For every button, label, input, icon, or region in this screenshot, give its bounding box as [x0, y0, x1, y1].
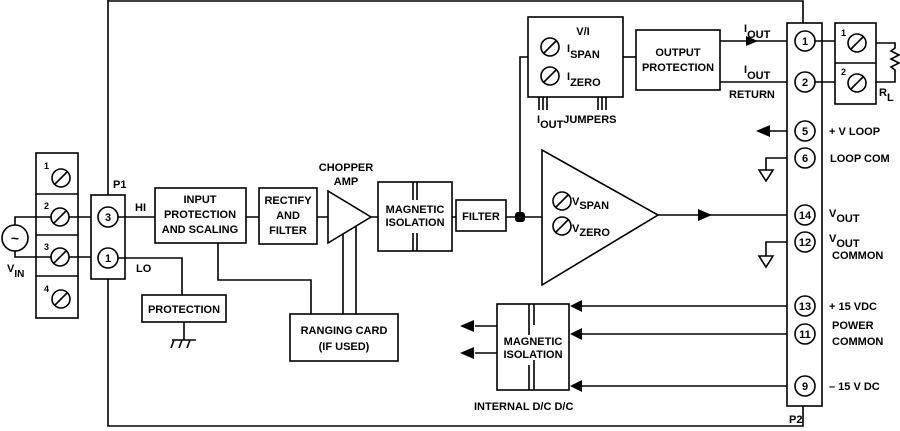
- terminal-number: 3: [44, 242, 49, 252]
- svg-text:COMMON: COMMON: [832, 250, 883, 262]
- ground-icon: [170, 339, 196, 349]
- screw-icon: [51, 289, 71, 309]
- p2-label: P2: [789, 414, 802, 426]
- svg-text:COMMON: COMMON: [832, 336, 883, 348]
- svg-text:PROTECTION: PROTECTION: [164, 209, 236, 221]
- span-pot-icon: [540, 37, 560, 57]
- enclosure-top: [108, 0, 804, 23]
- svg-text:5: 5: [802, 126, 808, 138]
- svg-text:AND: AND: [276, 210, 300, 222]
- svg-text:1: 1: [802, 36, 808, 48]
- vout-label: VOUT: [829, 208, 860, 225]
- internal-dc-label: INTERNAL D/C D/C: [474, 401, 573, 413]
- svg-text:IZERO: IZERO: [567, 71, 601, 89]
- input-terminal-block: 1 2 3 4: [35, 152, 79, 319]
- vi-converter-block: V/I ISPAN IZERO: [527, 16, 624, 110]
- junction-dot: [515, 212, 525, 222]
- terminal-number: 1: [44, 161, 49, 171]
- svg-text:RANGING CARD: RANGING CARD: [301, 325, 388, 337]
- iout-jumpers-label: IOUTJUMPERS: [537, 114, 616, 131]
- vin-label: VIN: [7, 263, 24, 280]
- svg-text:12: 12: [799, 237, 811, 249]
- svg-text:V/I: V/I: [576, 26, 589, 38]
- svg-text:FILTER: FILTER: [462, 211, 500, 223]
- lo-label: LO: [136, 263, 152, 275]
- magnetic-isolation-block: MAGNETIC ISOLATION: [377, 181, 453, 252]
- terminal-number: 4: [44, 284, 49, 294]
- input-protection-block: INPUT PROTECTION AND SCALING: [154, 187, 247, 244]
- power-isolation-block: MAGNETIC ISOLATION: [496, 303, 570, 391]
- jumper-pins: [538, 97, 607, 110]
- svg-text:2: 2: [802, 77, 808, 89]
- svg-text:14: 14: [799, 210, 812, 222]
- rectify-filter-block: RECTIFY AND FILTER: [258, 187, 318, 245]
- return-label: RETURN: [729, 89, 775, 101]
- terminal-number: 2: [44, 201, 49, 211]
- svg-text:FILTER: FILTER: [269, 225, 307, 237]
- svg-text:VZERO: VZERO: [572, 223, 610, 239]
- vout-common-label: VOUT: [829, 233, 860, 250]
- svg-text:(IF USED): (IF USED): [319, 341, 370, 353]
- svg-text:AMP: AMP: [334, 176, 358, 188]
- v-loop-label: + V LOOP: [829, 126, 880, 138]
- screw-icon: [50, 207, 70, 227]
- plus15-label: + 15 VDC: [829, 301, 877, 313]
- svg-text:ISPAN: ISPAN: [567, 43, 600, 61]
- svg-text:VSPAN: VSPAN: [572, 196, 609, 212]
- svg-text:PROTECTION: PROTECTION: [642, 62, 714, 74]
- svg-text:ISOLATION: ISOLATION: [385, 217, 444, 229]
- svg-text:MAGNETIC: MAGNETIC: [504, 336, 563, 348]
- svg-text:MAGNETIC: MAGNETIC: [386, 204, 445, 216]
- svg-text:2: 2: [841, 67, 846, 77]
- svg-text:AND SCALING: AND SCALING: [162, 224, 238, 236]
- pin-number: 1: [105, 253, 111, 265]
- arrow-icon: [698, 209, 712, 221]
- svg-text:RECTIFY: RECTIFY: [264, 195, 312, 207]
- filter-block: FILTER: [455, 199, 507, 232]
- pin-number: 3: [105, 212, 111, 224]
- svg-text:ISOLATION: ISOLATION: [503, 349, 562, 361]
- ground-icon: [757, 157, 795, 183]
- screw-icon: [51, 168, 71, 188]
- ac-source-symbol: ~: [11, 230, 19, 246]
- voltage-output-amp: VSPAN VZERO: [541, 148, 660, 287]
- zero-pot-icon: [540, 66, 560, 86]
- svg-text:9: 9: [802, 381, 808, 393]
- power-common-label: POWER: [832, 320, 874, 332]
- minus15-label: – 15 V DC: [829, 381, 880, 393]
- ground-icon: [757, 241, 795, 269]
- output-protection-block: OUTPUT PROTECTION: [635, 29, 721, 91]
- svg-text:13: 13: [799, 301, 811, 313]
- svg-text:CHOPPER: CHOPPER: [319, 162, 373, 174]
- svg-text:INPUT: INPUT: [184, 194, 217, 206]
- iout-label: IOUT: [744, 23, 771, 41]
- arrow-icon: [746, 36, 758, 46]
- svg-text:PROTECTION: PROTECTION: [148, 304, 220, 316]
- p1-label: P1: [113, 179, 126, 191]
- loop-com-label: LOOP COM: [830, 153, 890, 165]
- svg-text:1: 1: [841, 28, 846, 38]
- vzero-pot-icon: [552, 216, 572, 236]
- hi-label: HI: [135, 202, 146, 214]
- p2-pins: 1 2 5 6 14 12 13 11 9: [794, 30, 816, 397]
- iout-return-label: IOUT: [744, 64, 771, 82]
- svg-text:11: 11: [799, 329, 811, 341]
- vspan-pot-icon: [552, 191, 572, 211]
- arrow-icon: [756, 125, 770, 137]
- svg-text:OUTPUT: OUTPUT: [655, 47, 701, 59]
- screw-icon: [50, 247, 70, 267]
- svg-text:6: 6: [802, 153, 808, 165]
- rl-label: RL: [879, 87, 894, 104]
- chopper-amp: CHOPPER AMP: [319, 162, 373, 245]
- ranging-card-block: RANGING CARD (IF USED): [289, 313, 399, 362]
- protection-block: PROTECTION: [141, 294, 227, 323]
